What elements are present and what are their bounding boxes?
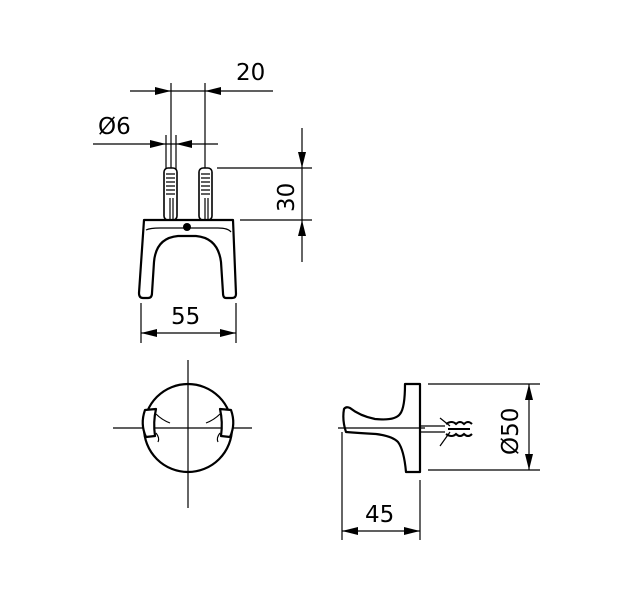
dimension-label-o50: Ø50 (498, 408, 524, 455)
front-view: 20 Ø6 30 (93, 60, 312, 343)
dimension-depth: 45 (341, 432, 421, 540)
dimension-label-45: 45 (365, 502, 394, 528)
dimension-label-30: 30 (274, 183, 300, 212)
side-view: Ø50 45 (338, 382, 540, 540)
dimension-anchor-length: 30 (217, 128, 312, 262)
hook-body-front (137, 218, 238, 300)
dimension-diameter: Ø50 (428, 383, 540, 471)
dimension-anchor-spacing: 20 (130, 60, 273, 222)
wall-anchor-left (163, 167, 178, 221)
screw-hole (183, 223, 191, 231)
dimension-label-20: 20 (236, 60, 265, 86)
dimension-width: 55 (140, 303, 237, 343)
dimension-label-55: 55 (171, 304, 200, 330)
dimension-label-o6: Ø6 (98, 114, 131, 140)
wall-anchor-right (198, 167, 213, 221)
dimension-anchor-diameter: Ø6 (93, 114, 218, 172)
top-view (113, 360, 252, 508)
